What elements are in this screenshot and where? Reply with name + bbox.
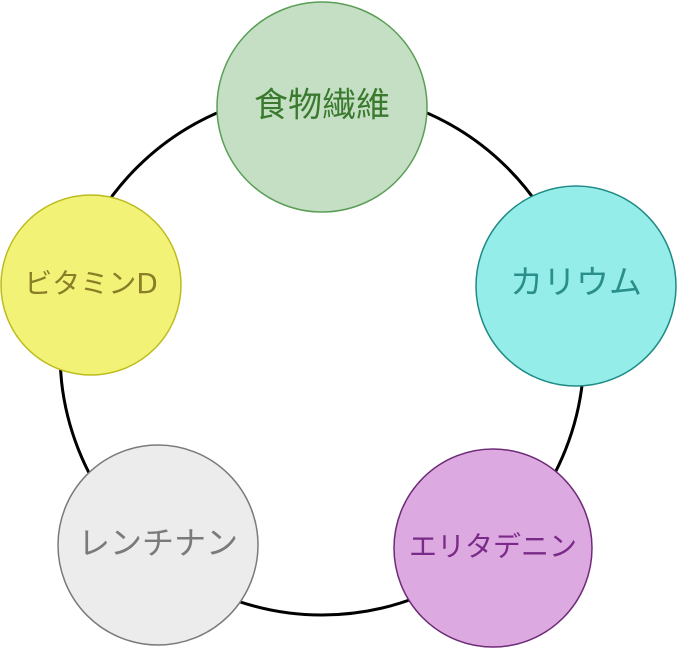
node-lentinan-circle [57,444,259,646]
node-vitamin-d-label: ビタミンD [24,267,158,300]
node-lentinan-label: レンチナン [78,524,238,562]
node-vitamin-d: ビタミンD [0,194,182,376]
node-eritadenine-circle [393,448,593,648]
node-lentinan: レンチナン [57,444,259,646]
node-dietary-fiber-label: 食物繊維 [254,86,390,126]
node-dietary-fiber-circle [216,1,428,213]
node-potassium-circle [475,185,677,387]
node-eritadenine-label: エリタデニン [409,530,577,563]
node-eritadenine: エリタデニン [393,448,593,648]
node-dietary-fiber: 食物繊維 [216,1,428,213]
node-vitamin-d-circle [0,194,182,376]
node-potassium-label: カリウム [510,263,642,302]
node-potassium: カリウム [475,185,677,387]
